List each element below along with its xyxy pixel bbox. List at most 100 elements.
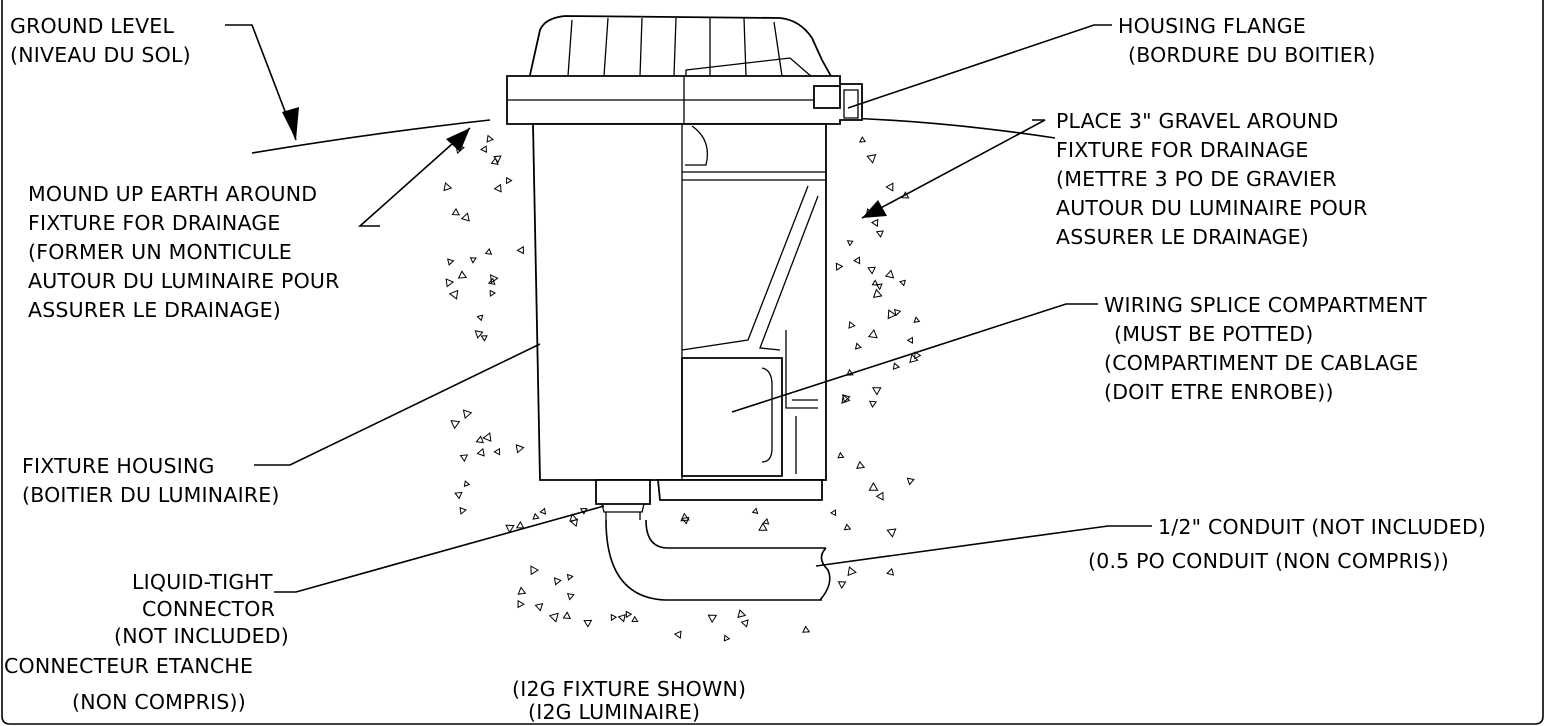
gravel-pebble	[846, 240, 854, 247]
gravel-pebble	[617, 613, 626, 623]
gravel-pebble	[566, 573, 574, 581]
label-ground-level: GROUND LEVEL (NIVEAU DU SOL)	[10, 14, 191, 67]
label-mound: MOUND UP EARTH AROUND FIXTURE FOR DRAINA…	[28, 182, 340, 322]
gravel-line-2: FIXTURE FOR DRAINAGE	[1056, 138, 1309, 162]
gravel-pebble	[459, 454, 469, 463]
connector-line-2: CONNECTOR	[142, 597, 275, 621]
gravel-pebble	[847, 566, 857, 577]
gravel-line-4: AUTOUR DU LUMINAIRE POUR	[1056, 196, 1368, 220]
gravel-pebble	[835, 262, 844, 271]
gravel-pebble	[548, 612, 559, 623]
gravel-pebble	[906, 477, 915, 486]
gravel-pebble	[884, 269, 895, 279]
gravel-pebble	[893, 308, 902, 317]
gravel-pebble	[885, 182, 894, 192]
gravel-pebble	[875, 230, 884, 238]
gravel-pebble	[539, 507, 547, 515]
wiring-line-4: (DOIT ETRE ENROBE))	[1104, 380, 1334, 404]
conduit-elbow	[605, 519, 826, 601]
gravel-pebble	[469, 257, 477, 264]
gravel-pebble	[673, 630, 682, 640]
gravel-pebble	[479, 145, 488, 154]
mound-line-2: FIXTURE FOR DRAINAGE	[28, 211, 281, 235]
gravel-pebble	[913, 316, 921, 323]
gravel-pebble	[450, 420, 461, 430]
gravel-pebble	[451, 207, 461, 216]
gravel-pebble	[899, 279, 907, 287]
gravel-pebble	[457, 270, 468, 279]
gravel-pebble	[837, 581, 847, 589]
gravel-pebble	[515, 521, 525, 529]
gravel-pebble	[480, 335, 488, 342]
gravel-pebble	[489, 289, 496, 298]
gravel-pebble	[909, 353, 919, 364]
gravel-pebble	[870, 218, 879, 227]
label-fixture-housing: FIXTURE HOUSING (BOITIER DU LUMINAIRE)	[22, 454, 279, 507]
housing-flange-line-2: (BORDURE DU BOITIER)	[1128, 43, 1376, 67]
bottom-boss-right	[657, 479, 823, 501]
gravel-pebble	[751, 507, 759, 515]
gravel-pebble	[448, 289, 459, 300]
gravel-pebble	[553, 577, 562, 586]
conduit-line-2: (0.5 PO CONDUIT (NON COMPRIS))	[1088, 549, 1449, 573]
lens-dome	[529, 15, 834, 79]
gravel-pebble	[505, 524, 515, 534]
mound-line-4: AUTOUR DU LUMINAIRE POUR	[28, 269, 340, 293]
gravel-pebble	[475, 435, 484, 444]
gravel-pebble	[534, 603, 544, 612]
gravel-pebble	[493, 183, 502, 193]
gravel-pebble	[854, 342, 862, 350]
gravel-pebble	[474, 330, 484, 339]
gravel-pebble	[841, 394, 851, 404]
conduit-cut	[819, 547, 831, 601]
gravel-pebble	[842, 394, 851, 403]
gravel-pebble	[462, 409, 473, 420]
gravel-pebble	[516, 245, 524, 255]
gravel-pebble	[892, 362, 901, 370]
gravel-pebble	[846, 368, 854, 376]
ground-line	[251, 117, 1056, 154]
shown-line-1: (I2G FIXTURE SHOWN)	[512, 677, 746, 701]
gravel-pebble	[443, 182, 453, 192]
gravel-pebble	[506, 176, 513, 185]
mound-line-5: ASSURER LE DRAINAGE)	[28, 298, 281, 322]
gravel-pebble	[737, 609, 747, 619]
gravel-pebble	[853, 256, 861, 265]
leader-lines	[225, 24, 1152, 593]
gravel-pebble	[871, 279, 879, 286]
gravel-pebble	[740, 619, 749, 628]
gravel-pebble	[476, 314, 484, 322]
gravel-pebble	[460, 212, 470, 222]
gravel-pebble	[914, 351, 922, 360]
fixture-housing-line-1: FIXTURE HOUSING	[22, 454, 215, 478]
gravel-pebble	[566, 592, 575, 601]
gravel-pebble	[486, 134, 494, 143]
wiring-line-3: (COMPARTIMENT DE CABLAGE	[1104, 351, 1418, 375]
housing-flange-line-1: HOUSING FLANGE	[1118, 14, 1306, 38]
gravel-pebble	[887, 309, 897, 320]
gravel-pebble	[758, 522, 768, 531]
ground-level-line-1: GROUND LEVEL	[10, 14, 174, 38]
ground-level-line-2: (NIVEAU DU SOL)	[10, 43, 191, 67]
gravel-pebble	[476, 447, 485, 457]
gravel-pebble	[493, 447, 501, 456]
label-connector: LIQUID-TIGHT CONNECTOR (NOT INCLUDED) CO…	[4, 570, 289, 714]
gravel-line-3: (METTRE 3 PO DE GRAVIER	[1056, 167, 1337, 191]
gravel-pebble	[875, 491, 884, 501]
connector-line-1: LIQUID-TIGHT	[132, 570, 273, 594]
gravel-pebble	[463, 480, 471, 487]
gravel-pebble	[680, 512, 690, 522]
mound-line-1: MOUND UP EARTH AROUND	[28, 182, 317, 206]
gravel-pebble	[837, 451, 845, 459]
gravel-pebble	[517, 599, 525, 609]
gravel-pebble	[530, 565, 540, 576]
gravel-pebble	[562, 611, 572, 620]
gravel-pebble	[490, 157, 499, 166]
label-gravel: PLACE 3" GRAVEL AROUND FIXTURE FOR DRAIN…	[1056, 109, 1368, 249]
gravel-pebble	[906, 336, 914, 344]
gravel-pebble	[631, 615, 639, 623]
gravel-pebble	[447, 258, 455, 266]
gravel-pebble	[868, 400, 878, 408]
